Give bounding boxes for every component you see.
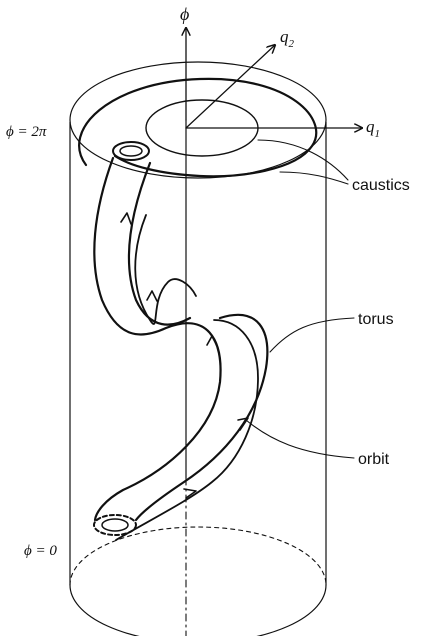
orbit-arrow-1: [183, 488, 197, 499]
torus-leader: [269, 317, 355, 353]
caustics-label: caustics: [352, 177, 410, 194]
cylinder-bottom-front: [69, 584, 327, 636]
torus-tube: [93, 156, 269, 522]
inner-caustic: [145, 99, 259, 157]
cylinder-top-ellipse: [69, 61, 327, 179]
cylinder: [69, 61, 327, 636]
outer-caustic-spiral: [78, 77, 318, 178]
torus-label: torus: [358, 311, 394, 328]
torus-arrow-2: [146, 290, 158, 302]
bottom-torus-cross-section: [93, 514, 137, 536]
orbit-path: [115, 212, 259, 541]
torus-arrow-3: [206, 335, 218, 347]
q2-axis: [185, 45, 275, 129]
torus-right-edge: [127, 161, 192, 326]
q1-axis-label: q1: [366, 117, 380, 140]
phi-top-label: ϕ = 2π: [6, 124, 47, 140]
torus-back-seam: [134, 214, 197, 325]
orbit-label: orbit: [358, 451, 390, 468]
torus-arrow-1: [120, 212, 132, 225]
phi-bottom-label: ϕ = 0: [24, 543, 57, 559]
torus-left-edge: [93, 156, 222, 522]
top-torus-cross-section: [112, 141, 150, 161]
caustics-curves: [78, 77, 318, 178]
phi-axis-label: ϕ: [180, 4, 189, 24]
caustics-leader-2: [279, 171, 349, 185]
orbit-leader: [245, 419, 355, 459]
orbit-curve: [115, 319, 259, 541]
cylinder-bottom-back-dashed: [69, 526, 327, 586]
caustics-leader-1: [257, 139, 349, 181]
q2-axis-label: q2: [280, 27, 295, 50]
